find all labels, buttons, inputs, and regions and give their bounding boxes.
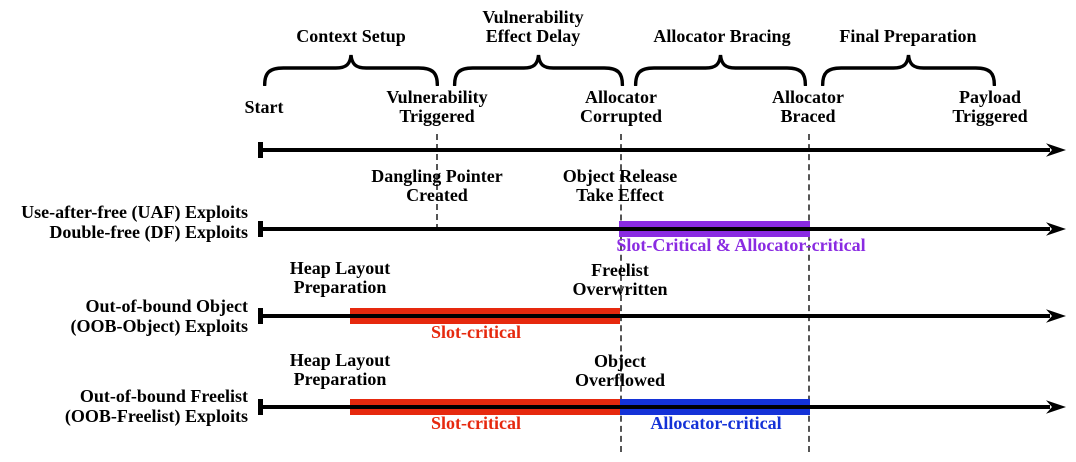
caption-slot-and-allocator-critical: Slot-Critical & Allocator-critical [616,235,866,255]
phase-label-vulnerability-effect-delay: Vulnerability Effect Delay [482,7,584,46]
event-label-freelist-overwritten: Freelist Overwritten [572,260,668,299]
row-label-oob-freelist-exploits: Out-of-bound Freelist (OOB-Freelist) Exp… [64,386,248,426]
event-label-object-overflowed: Object Overflowed [575,351,665,390]
milestone-allocator-braced: Allocator Braced [772,87,844,126]
dashed-line-allocator-corrupted [620,134,622,452]
phase-label-final-preparation: Final Preparation [839,26,977,46]
milestone-vulnerability-triggered: Vulnerability Triggered [386,87,488,126]
event-label-heap-layout-preparation-oob-object: Heap Layout Preparation [289,258,391,297]
caption-allocator-critical: Allocator-critical [650,413,782,433]
uaf-timeline-line [258,226,1050,231]
caption-slot-critical-oob-object: Slot-critical [431,322,521,342]
caption-slot-critical-oob-freelist: Slot-critical [431,413,521,433]
phase-label-allocator-bracing: Allocator Bracing [653,26,791,46]
dashed-line-allocator-braced [808,134,810,452]
row-label-uaf-df-exploits: Use-after-free (UAF) Exploits Double-fre… [21,202,248,242]
row-label-oob-object-exploits: Out-of-bound Object (OOB-Object) Exploit… [70,296,249,336]
phase-label-context-setup: Context Setup [296,26,406,46]
milestone-start: Start [244,96,284,117]
event-label-object-release-take-effect: Object Release Take Effect [562,166,678,205]
brace-context-setup [262,52,440,86]
brace-allocator-bracing [633,52,808,86]
dashed-line-vulnerability-triggered [436,134,438,230]
milestone-payload-triggered: Payload Triggered [952,87,1028,126]
event-label-dangling-pointer-created: Dangling Pointer Created [371,166,503,205]
oob-freelist-timeline-line [258,404,1050,409]
milestone-allocator-corrupted: Allocator Corrupted [580,87,662,126]
brace-vulnerability-effect-delay [452,52,625,86]
main-timeline-line [258,147,1050,152]
oob-object-timeline-line [258,313,1050,318]
event-label-heap-layout-preparation-oob-freelist: Heap Layout Preparation [289,350,391,389]
brace-final-preparation [820,52,997,86]
